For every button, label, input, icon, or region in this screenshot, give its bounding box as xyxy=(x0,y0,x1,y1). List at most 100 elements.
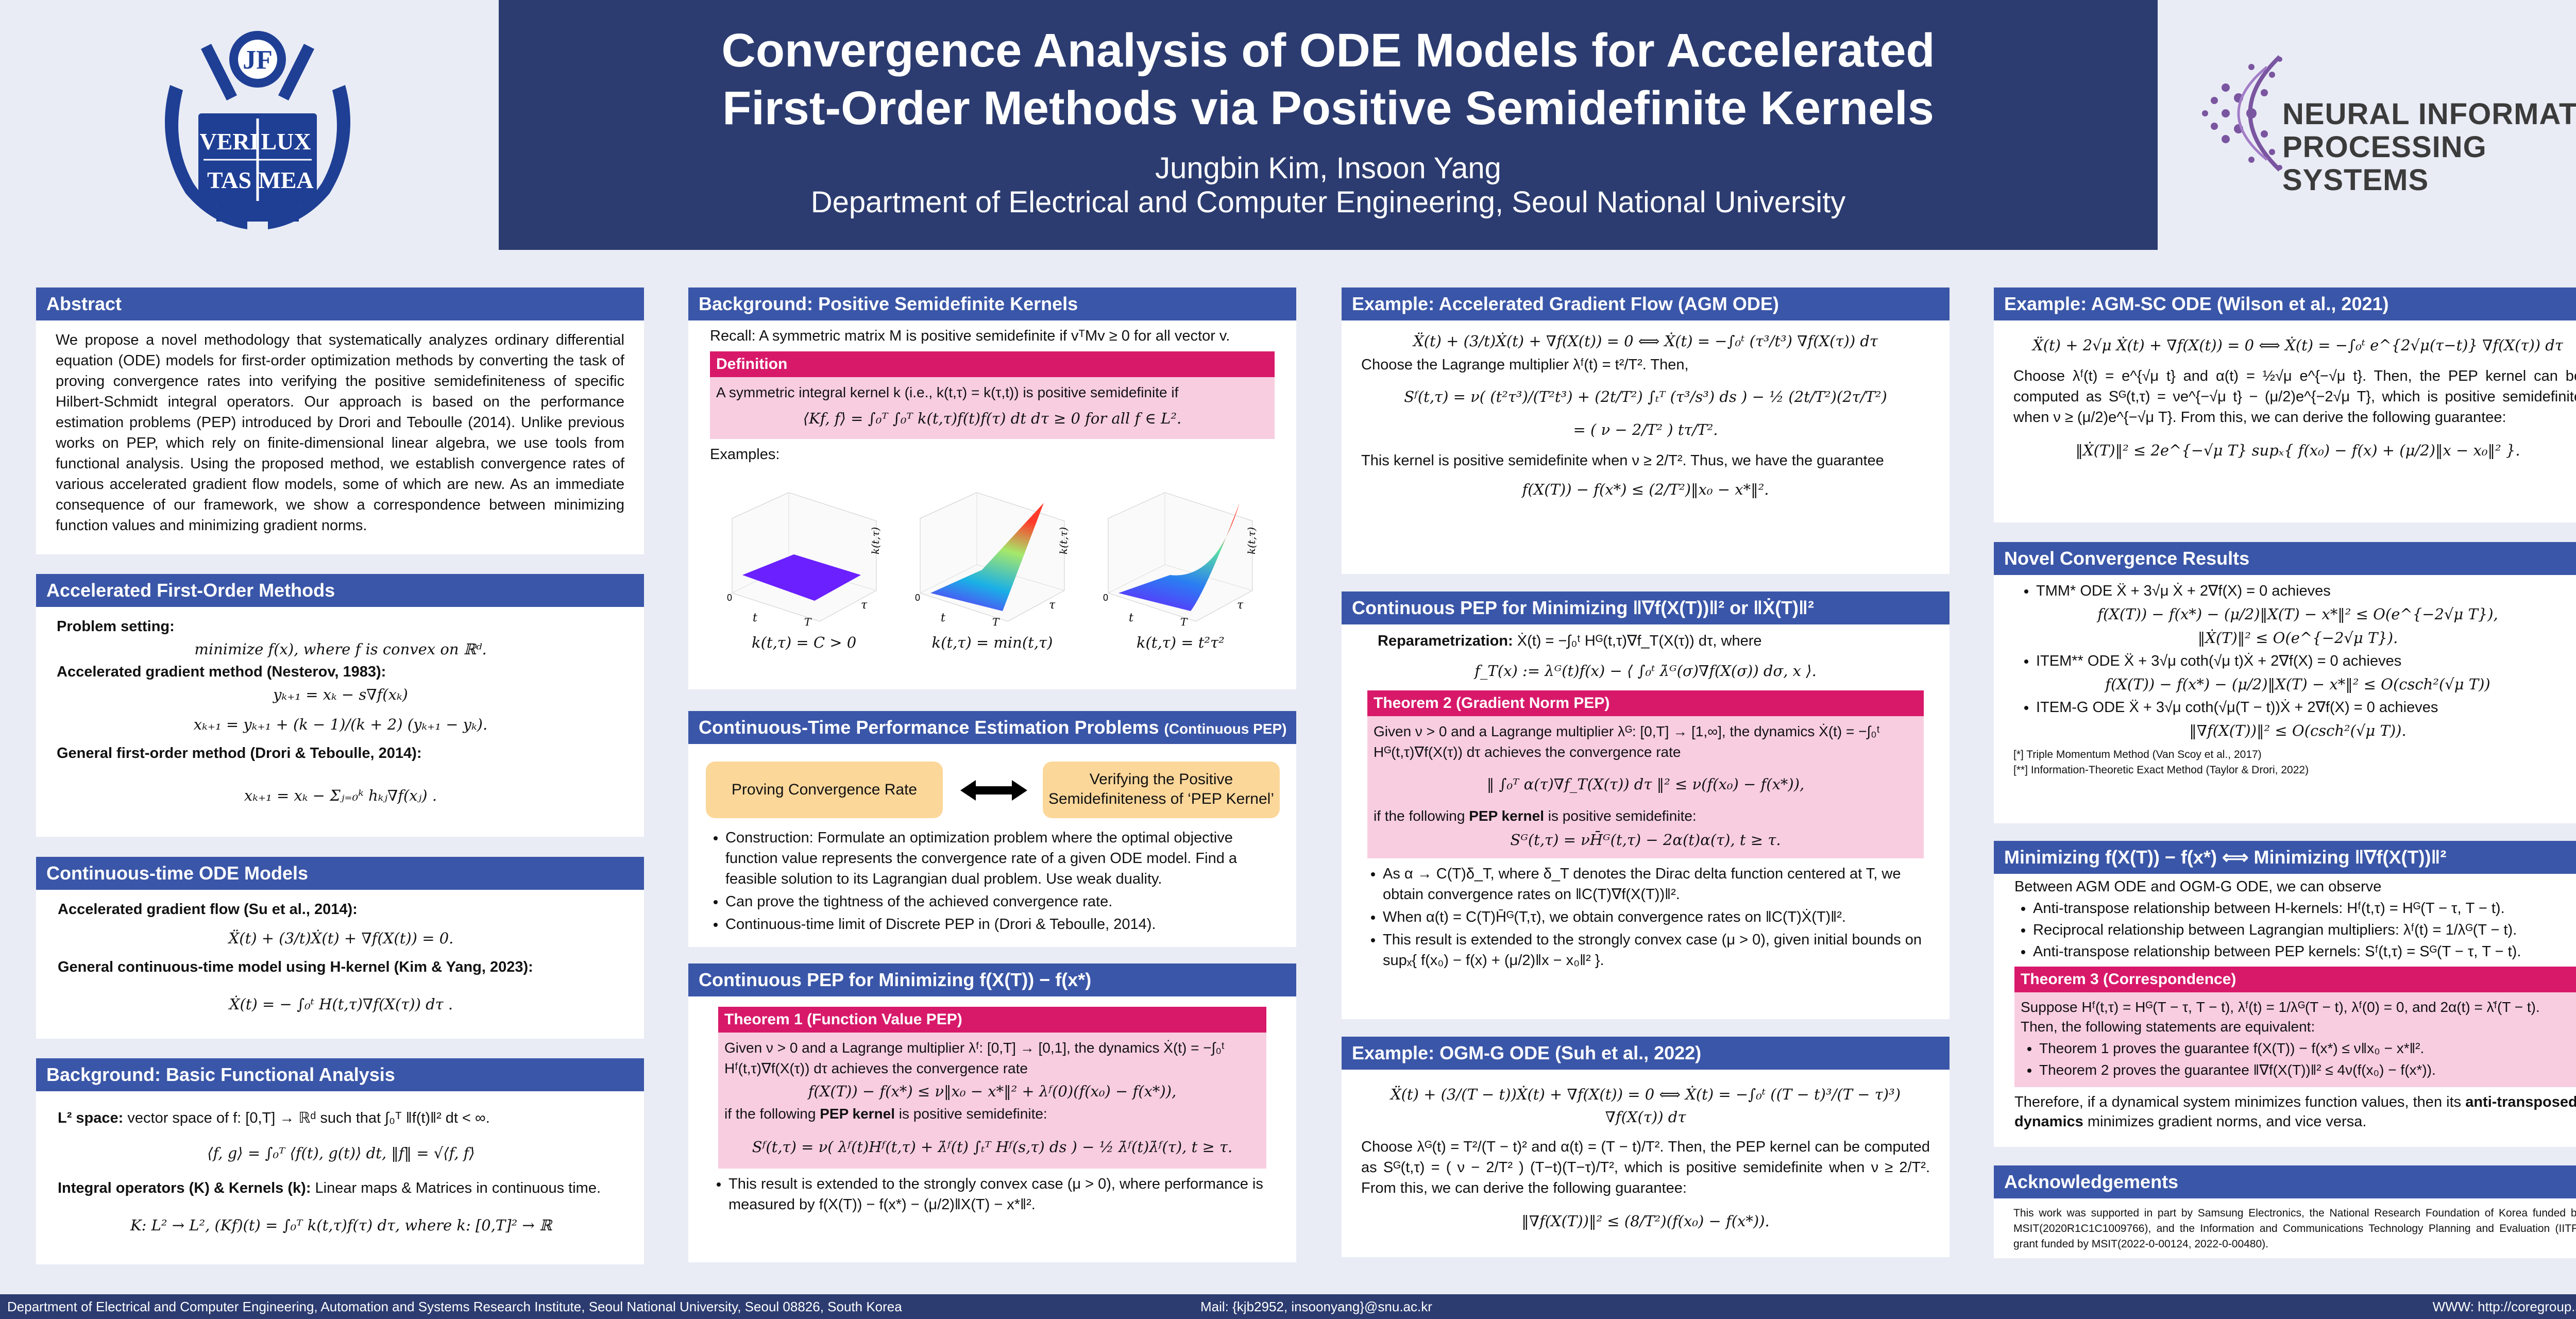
example-plot-min: k(t,τ) t τ T 0 k(t,τ) = min(t,τ) xyxy=(910,472,1075,653)
theorem-2-text-3: is positive semidefinite: xyxy=(1548,808,1697,824)
abstract-text: We propose a novel methodology that syst… xyxy=(56,332,624,534)
agm-sc-equation-1: Ẍ(t) + 2√μ Ẋ(t) + ∇f(X(t)) = 0 ⟺ Ẋ(t) = … xyxy=(2032,336,2563,354)
agm-equation-1: yₖ₊₁ = xₖ − s∇f(xₖ) xyxy=(273,686,408,703)
definition-heading: Definition xyxy=(710,351,1275,377)
correspondence-panel: Minimizing f(X(T)) − f(x*) ⟺ Minimizing … xyxy=(1994,841,2576,1147)
correspondence-heading: Minimizing f(X(T)) − f(x*) ⟺ Minimizing … xyxy=(1994,841,2576,874)
novel-item-1: TMM* ODE Ẍ + 3√μ Ẋ + 2∇f(X) = 0 achieves xyxy=(2036,581,2576,601)
cpep-fv-heading: Continuous PEP for Minimizing f(X(T)) − … xyxy=(688,963,1296,996)
definition-box: Definition A symmetric integral kernel k… xyxy=(710,351,1275,439)
correspondence-item-3: Anti-transpose relationship between PEP … xyxy=(2033,942,2576,961)
axis-label-z: k(t,τ) xyxy=(1057,527,1070,554)
afom-panel: Accelerated First-Order Methods Problem … xyxy=(36,574,644,837)
ctpep-item-3: Continuous-time limit of Discrete PEP in… xyxy=(725,914,1277,935)
agm-sc-heading: Example: AGM-SC ODE (Wilson et al., 2021… xyxy=(1994,288,2576,320)
example-plot-constant: k(t,τ) t τ T 0 k(t,τ) = C > 0 xyxy=(722,472,887,653)
axis-label-0: 0 xyxy=(1103,593,1108,603)
agm-ode-equation-3: = ( ν − 2/T² ) tτ/T². xyxy=(1573,421,1718,438)
integral-operators-text: Linear maps & Matrices in continuous tim… xyxy=(315,1180,601,1196)
cpep-gn-item-2: When α(t) = C(T)H̄ᴳ(T,τ), we obtain conv… xyxy=(1383,907,1924,927)
bpsd-panel: Background: Positive Semidefinite Kernel… xyxy=(688,288,1296,689)
agm-ode-equation-4: f(X(T)) − f(x*) ≤ (2/T²)‖x₀ − x*‖². xyxy=(1522,481,1769,498)
axis-label-0: 0 xyxy=(915,593,920,603)
poster-title: Convergence Analysis of ODE Models for A… xyxy=(499,22,2158,137)
agm-equation-2: xₖ₊₁ = yₖ₊₁ + (k − 1)/(k + 2) (yₖ₊₁ − yₖ… xyxy=(193,716,488,733)
agm-ode-equation-1: Ẍ(t) + (3/t)Ẋ(t) + ∇f(X(t)) = 0 ⟺ Ẋ(t) =… xyxy=(1413,332,1878,350)
reparam-equation: f_T(x) := λᴳ(t)f(x) − ⟨ ∫₀ᵗ λ̇ᴳ(σ)∇f(X(σ… xyxy=(1475,662,1817,680)
ogm-g-text: Choose λᴳ(t) = T²/(T − t)² and α(t) = (T… xyxy=(1361,1139,1930,1196)
theorem-1-heading: Theorem 1 (Function Value PEP) xyxy=(718,1007,1266,1033)
axis-label-t: t xyxy=(941,612,945,624)
ogm-g-equation-2: ‖∇f(X(T))‖² ≤ (8/T²)(f(x₀) − f(x*)). xyxy=(1521,1212,1770,1230)
agm-ode-text-2: This kernel is positive semidefinite whe… xyxy=(1361,452,1884,469)
snu-emblem-logo: JF VERI TAS LUX MEA xyxy=(165,31,350,229)
affiliation: Department of Electrical and Computer En… xyxy=(810,185,1846,219)
agm-sc-equation-2: ‖Ẋ(T)‖² ≤ 2e^{−√μ T} supₓ{ f(x₀) − f(x) … xyxy=(2075,442,2520,459)
definition-text: A symmetric integral kernel k (i.e., k(t… xyxy=(716,384,1179,400)
svg-text:JF: JF xyxy=(243,45,273,75)
cpep-gn-item-3: This result is extended to the strongly … xyxy=(1383,929,1924,971)
emblem-text-mea: MEA xyxy=(258,167,313,193)
pill-right-line-2: Semidefiniteness of ‘PEP Kernel’ xyxy=(1048,790,1275,807)
agm-label: Accelerated gradient method (Nesterov, 1… xyxy=(57,664,386,680)
pill-proving-convergence: Proving Convergence Rate xyxy=(706,762,943,818)
pill-verifying-psd: Verifying the Positive Semidefiniteness … xyxy=(1043,762,1280,818)
authors: Jungbin Kim, Insoon Yang xyxy=(1155,151,1501,185)
theorem-1-bold: PEP kernel xyxy=(820,1106,895,1122)
recall-text: Recall: A symmetric matrix M is positive… xyxy=(710,328,1230,344)
theorem-3-item-1: Theorem 1 proves the guarantee f(X(T)) −… xyxy=(2039,1039,2575,1058)
axis-label-tau: τ xyxy=(861,599,868,612)
axis-label-tau: τ xyxy=(1237,599,1244,612)
theorem-2-bold: PEP kernel xyxy=(1469,808,1545,824)
ctode-panel: Continuous-time ODE Models Accelerated g… xyxy=(36,857,644,1039)
correspondence-item-2: Reciprocal relationship between Lagrangi… xyxy=(2033,920,2576,940)
title-line-1: Convergence Analysis of ODE Models for A… xyxy=(721,24,1935,77)
agm-sc-panel: Example: AGM-SC ODE (Wilson et al., 2021… xyxy=(1994,288,2576,522)
novel-item-2-eq: f(X(T)) − f(x*) − (μ/2)‖X(T) − x*‖² ≤ O(… xyxy=(2105,675,2490,693)
cpep-gn-panel: Continuous PEP for Minimizing ‖∇f(X(T))‖… xyxy=(1342,591,1950,1019)
cpep-gn-heading: Continuous PEP for Minimizing ‖∇f(X(T))‖… xyxy=(1342,591,1950,624)
ack-text: This work was supported in part by Samsu… xyxy=(2013,1207,2576,1250)
theorem-2-box: Theorem 2 (Gradient Norm PEP) Given ν > … xyxy=(1367,690,1924,858)
novel-heading: Novel Convergence Results xyxy=(1994,542,2576,575)
agm-ode-equation-2: Sᶠ(t,τ) = ν( (t²τ³)/(T²t³) + (2t/T²) ∫ₜᵀ… xyxy=(1404,388,1887,405)
conclusion-text-2: minimizes gradient norms, and vice versa… xyxy=(2087,1113,2367,1130)
theorem-1-equation-1: f(X(T)) − f(x*) ≤ ν‖x₀ − x*‖² + λᶠ(0)(f(… xyxy=(808,1083,1177,1100)
axis-label-t: t xyxy=(753,612,757,624)
axis-label-T: T xyxy=(992,616,1000,627)
theorem-1-box: Theorem 1 (Function Value PEP) Given ν >… xyxy=(718,1007,1266,1169)
abstract-panel: Abstract We propose a novel methodology … xyxy=(36,288,644,554)
ogm-g-heading: Example: OGM-G ODE (Suh et al., 2022) xyxy=(1342,1037,1950,1070)
reparam-label: Reparametrization: xyxy=(1378,633,1513,649)
integral-operator-equation: K: L² → L², (Kf)(t) = ∫₀ᵀ k(t,τ)f(τ) dτ,… xyxy=(130,1216,552,1234)
footnote-1: [*] Triple Momentum Method (Van Scoy et … xyxy=(2013,749,2262,760)
bfa-panel: Background: Basic Functional Analysis L²… xyxy=(36,1058,644,1264)
agf-label: Accelerated gradient flow (Su et al., 20… xyxy=(58,901,358,918)
novel-panel: Novel Convergence Results TMM* ODE Ẍ + 3… xyxy=(1994,542,2576,823)
problem-equation: minimize f(x), where f is convex on ℝᵈ. xyxy=(194,640,487,658)
title-line-2: First-Order Methods via Positive Semidef… xyxy=(722,82,1934,134)
theorem-1-equation-2: Sᶠ(t,τ) = ν( λᶠ(t)Hᶠ(t,τ) + λ̇ᶠ(t) ∫ₜᵀ H… xyxy=(752,1138,1233,1156)
abstract-heading: Abstract xyxy=(36,288,644,320)
theorem-3-box: Theorem 3 (Correspondence) Suppose Hᶠ(t,… xyxy=(2014,967,2576,1087)
l2-label: L² space: xyxy=(58,1110,124,1126)
axis-label-tau: τ xyxy=(1049,599,1056,612)
theorem-3-text: Suppose Hᶠ(t,τ) = Hᴳ(T − τ, T − t), λᶠ(t… xyxy=(2021,999,2540,1035)
footer-email[interactable]: Mail: {kjb2952, insoonyang}@snu.ac.kr xyxy=(1200,1299,1432,1314)
footer-website[interactable]: WWW: http://coregroup.snu.ac.kr xyxy=(2432,1299,2576,1314)
axis-label-T: T xyxy=(804,616,812,627)
gfom-equation: xₖ₊₁ = xₖ − Σⱼ₌₀ᵏ hₖⱼ∇f(xⱼ) . xyxy=(244,787,437,804)
theorem-2-heading: Theorem 2 (Gradient Norm PEP) xyxy=(1367,690,1924,716)
agm-ode-text-1: Choose the Lagrange multiplier λᶠ(t) = t… xyxy=(1361,357,1689,373)
ctpep-heading-small: (Continuous PEP) xyxy=(1164,721,1287,737)
axis-label-T: T xyxy=(1180,616,1188,627)
integral-operators-label: Integral operators (K) & Kernels (k): xyxy=(58,1180,311,1196)
correspondence-intro: Between AGM ODE and OGM-G ODE, we can ob… xyxy=(2014,878,2382,895)
ack-heading: Acknowledgements xyxy=(1994,1165,2576,1198)
theorem-2-equation-1: ‖ ∫₀ᵀ α(τ)∇f_T(X(τ)) dτ ‖² ≤ ν(f(x₀) − f… xyxy=(1486,775,1805,793)
ogm-g-panel: Example: OGM-G ODE (Suh et al., 2022) Ẍ(… xyxy=(1342,1037,1950,1257)
theorem-3-heading: Theorem 3 (Correspondence) xyxy=(2014,967,2576,992)
theorem-2-text-2: if the following xyxy=(1374,808,1465,824)
definition-equation: ⟨Kf, f⟩ = ∫₀ᵀ ∫₀ᵀ k(t,τ)f(t)f(τ) dt dτ ≥… xyxy=(803,410,1182,427)
axis-label-t: t xyxy=(1129,612,1133,624)
